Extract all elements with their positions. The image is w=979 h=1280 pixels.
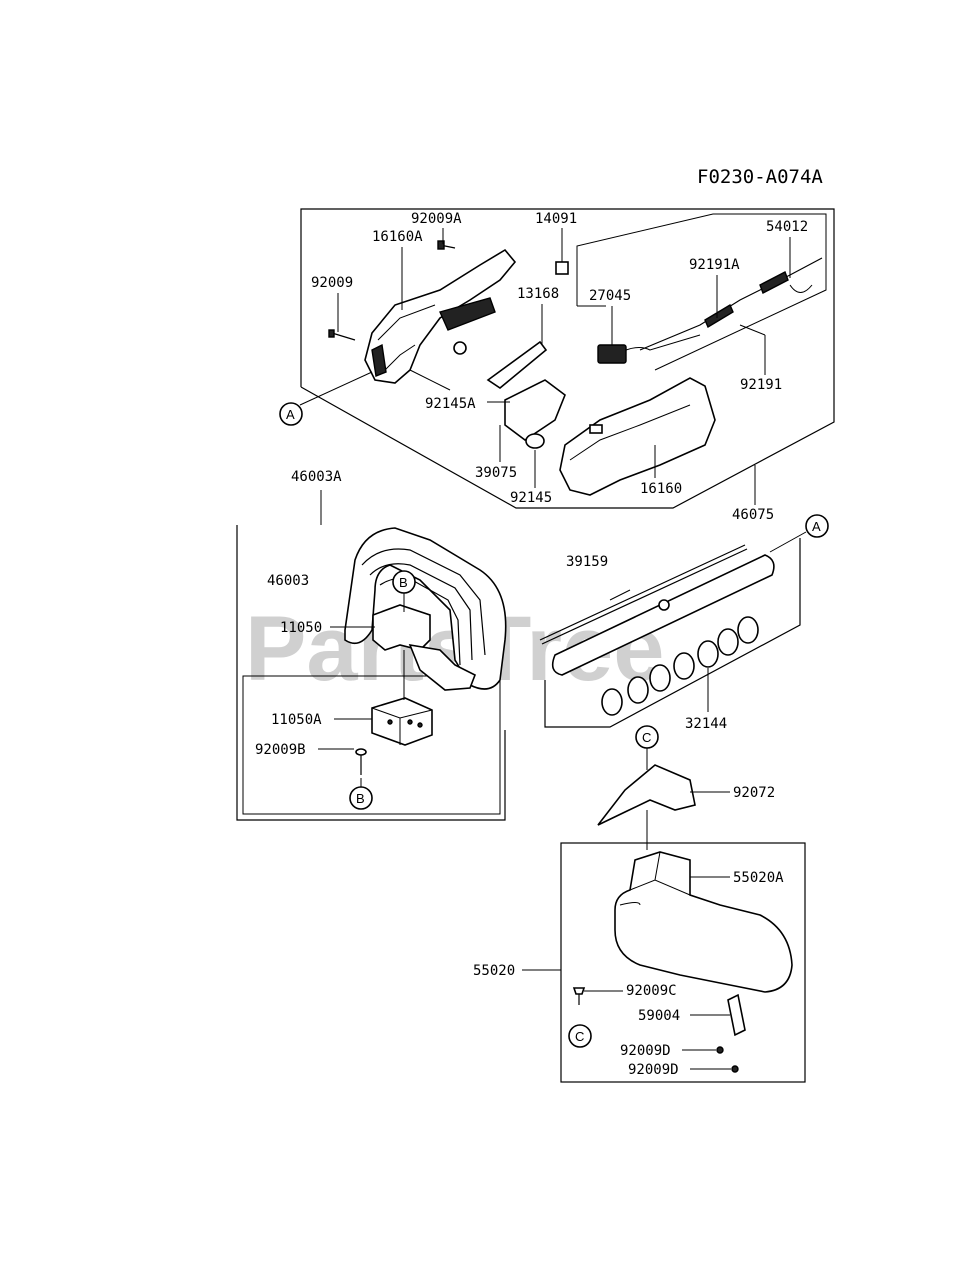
label-55020A: 55020A — [733, 870, 784, 886]
callout-c-top: C — [635, 725, 659, 770]
callout-a-top: A — [279, 371, 373, 426]
label-27045: 27045 — [589, 288, 631, 304]
grip-39075 — [504, 379, 566, 441]
nut-14091 — [555, 261, 569, 275]
label-92191: 92191 — [740, 377, 782, 393]
label-92009B: 92009B — [255, 742, 306, 758]
label-54012: 54012 — [766, 219, 808, 235]
screw-92009 — [328, 329, 356, 341]
ring-92145 — [525, 433, 545, 449]
callout-b-bottom: B — [349, 778, 373, 810]
label-59004: 59004 — [638, 1008, 680, 1024]
screw-92009B — [355, 748, 367, 775]
assembly-box-55020 — [560, 842, 806, 1083]
lever-13168 — [486, 340, 548, 389]
label-32144: 32144 — [685, 716, 727, 732]
clamp-11050 — [372, 604, 477, 691]
handle-housing-left — [364, 248, 517, 384]
shaft-39159 — [539, 544, 748, 645]
tube — [551, 554, 775, 676]
assembly-box-32144 — [544, 538, 801, 728]
label-92009A: 92009A — [411, 211, 462, 227]
label-11050A: 11050A — [271, 712, 322, 728]
screw-92009D-2 — [731, 1065, 739, 1073]
label-46075: 46075 — [732, 507, 774, 523]
label-46003A: 46003A — [291, 469, 342, 485]
svg-text:C: C — [642, 730, 651, 745]
label-92145: 92145 — [510, 490, 552, 506]
label-92009D-2: 92009D — [628, 1062, 679, 1078]
svg-text:A: A — [286, 407, 295, 422]
switch-27045 — [597, 334, 701, 364]
label-92145A: 92145A — [425, 396, 476, 412]
label-39159: 39159 — [566, 554, 608, 570]
label-46003: 46003 — [267, 573, 309, 589]
screw-92009C — [572, 987, 586, 1005]
throttle-cable-54012 — [639, 257, 823, 351]
callout-a-right: A — [769, 514, 829, 553]
label-92191A: 92191A — [689, 257, 740, 273]
label-92072: 92072 — [733, 785, 775, 801]
label-39075: 39075 — [475, 465, 517, 481]
handle-housing-right — [559, 377, 716, 496]
screw-92009D-1 — [716, 1046, 724, 1054]
label-55020: 55020 — [473, 963, 515, 979]
bracket-59004 — [727, 993, 746, 1037]
label-14091: 14091 — [535, 211, 577, 227]
label-13168: 13168 — [517, 286, 559, 302]
bushings-32144 — [601, 616, 759, 716]
label-16160A: 16160A — [372, 229, 423, 245]
assembly-box-46075 — [300, 208, 835, 509]
label-92009: 92009 — [311, 275, 353, 291]
svg-text:B: B — [356, 791, 365, 806]
diagram-code: F0230-A074A — [697, 166, 823, 188]
callout-c-bottom: C — [568, 1024, 592, 1048]
label-92009D-1: 92009D — [620, 1043, 671, 1059]
label-92009C: 92009C — [626, 983, 677, 999]
svg-text:C: C — [575, 1029, 584, 1044]
svg-text:A: A — [812, 519, 821, 534]
guard-55020A — [614, 851, 793, 993]
screw-92009A — [437, 240, 456, 250]
assembly-box-46003A — [236, 525, 506, 821]
svg-text:B: B — [399, 575, 408, 590]
label-11050: 11050 — [280, 620, 322, 636]
callout-b-top: B — [392, 570, 416, 612]
clamp-11050A — [371, 697, 433, 746]
label-16160: 16160 — [640, 481, 682, 497]
bracket-92072 — [597, 764, 696, 826]
